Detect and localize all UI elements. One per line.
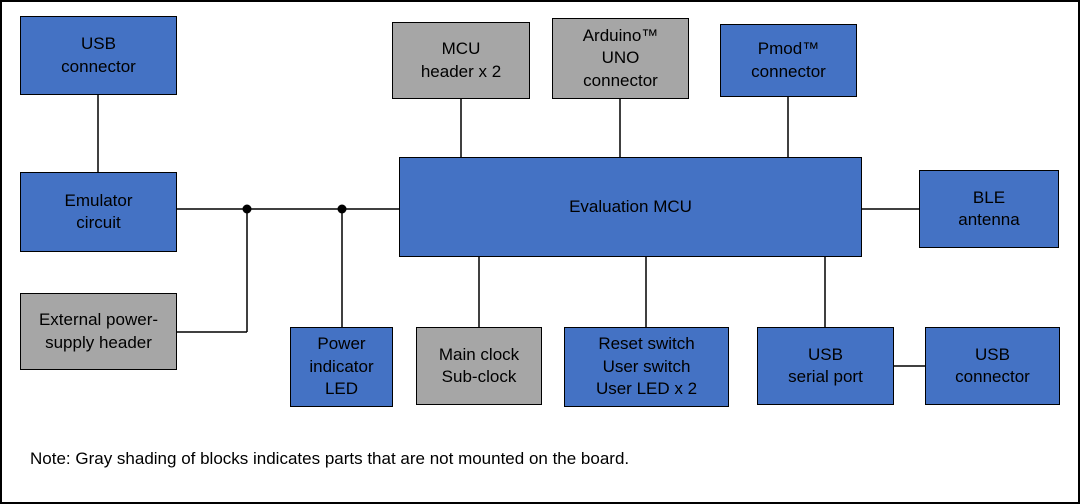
block-ble-antenna: BLE antenna [919,170,1059,248]
junction-dot [242,204,252,214]
block-label: Power indicator LED [309,334,374,399]
junction-dot [337,204,347,214]
block-main-clock-sub-clock: Main clock Sub-clock [416,327,542,405]
block-reset-user-switch-led: Reset switch User switch User LED x 2 [564,327,729,407]
block-mcu-header: MCU header x 2 [392,22,530,99]
block-usb-serial-port: USB serial port [757,327,894,405]
block-label: BLE antenna [958,187,1020,229]
block-label: Arduino™ UNO connector [582,25,659,90]
block-label: USB serial port [788,344,863,386]
block-label: MCU header x 2 [420,39,502,81]
block-power-indicator-led: Power indicator LED [290,327,393,407]
block-label: Main clock Sub-clock [438,344,520,386]
block-label: USB connector [955,344,1030,386]
note-text: Note: Gray shading of blocks indicates p… [30,449,630,468]
block-usb-connector-bottom: USB connector [925,327,1060,405]
block-label: Emulator circuit [64,190,133,232]
block-pmod-connector: Pmod™ connector [720,24,857,97]
block-arduino-uno-connector: Arduino™ UNO connector [552,18,689,99]
block-evaluation-mcu: Evaluation MCU [399,157,862,257]
block-usb-connector-top: USB connector [20,16,177,95]
block-label: Reset switch User switch User LED x 2 [595,334,698,399]
block-label: USB connector [61,34,136,76]
block-label: Evaluation MCU [569,196,692,216]
block-label: Pmod™ connector [751,39,826,81]
block-external-power-supply-header: External power- supply header [20,293,177,370]
block-emulator-circuit: Emulator circuit [20,172,177,252]
block-label: External power- supply header [38,310,159,352]
